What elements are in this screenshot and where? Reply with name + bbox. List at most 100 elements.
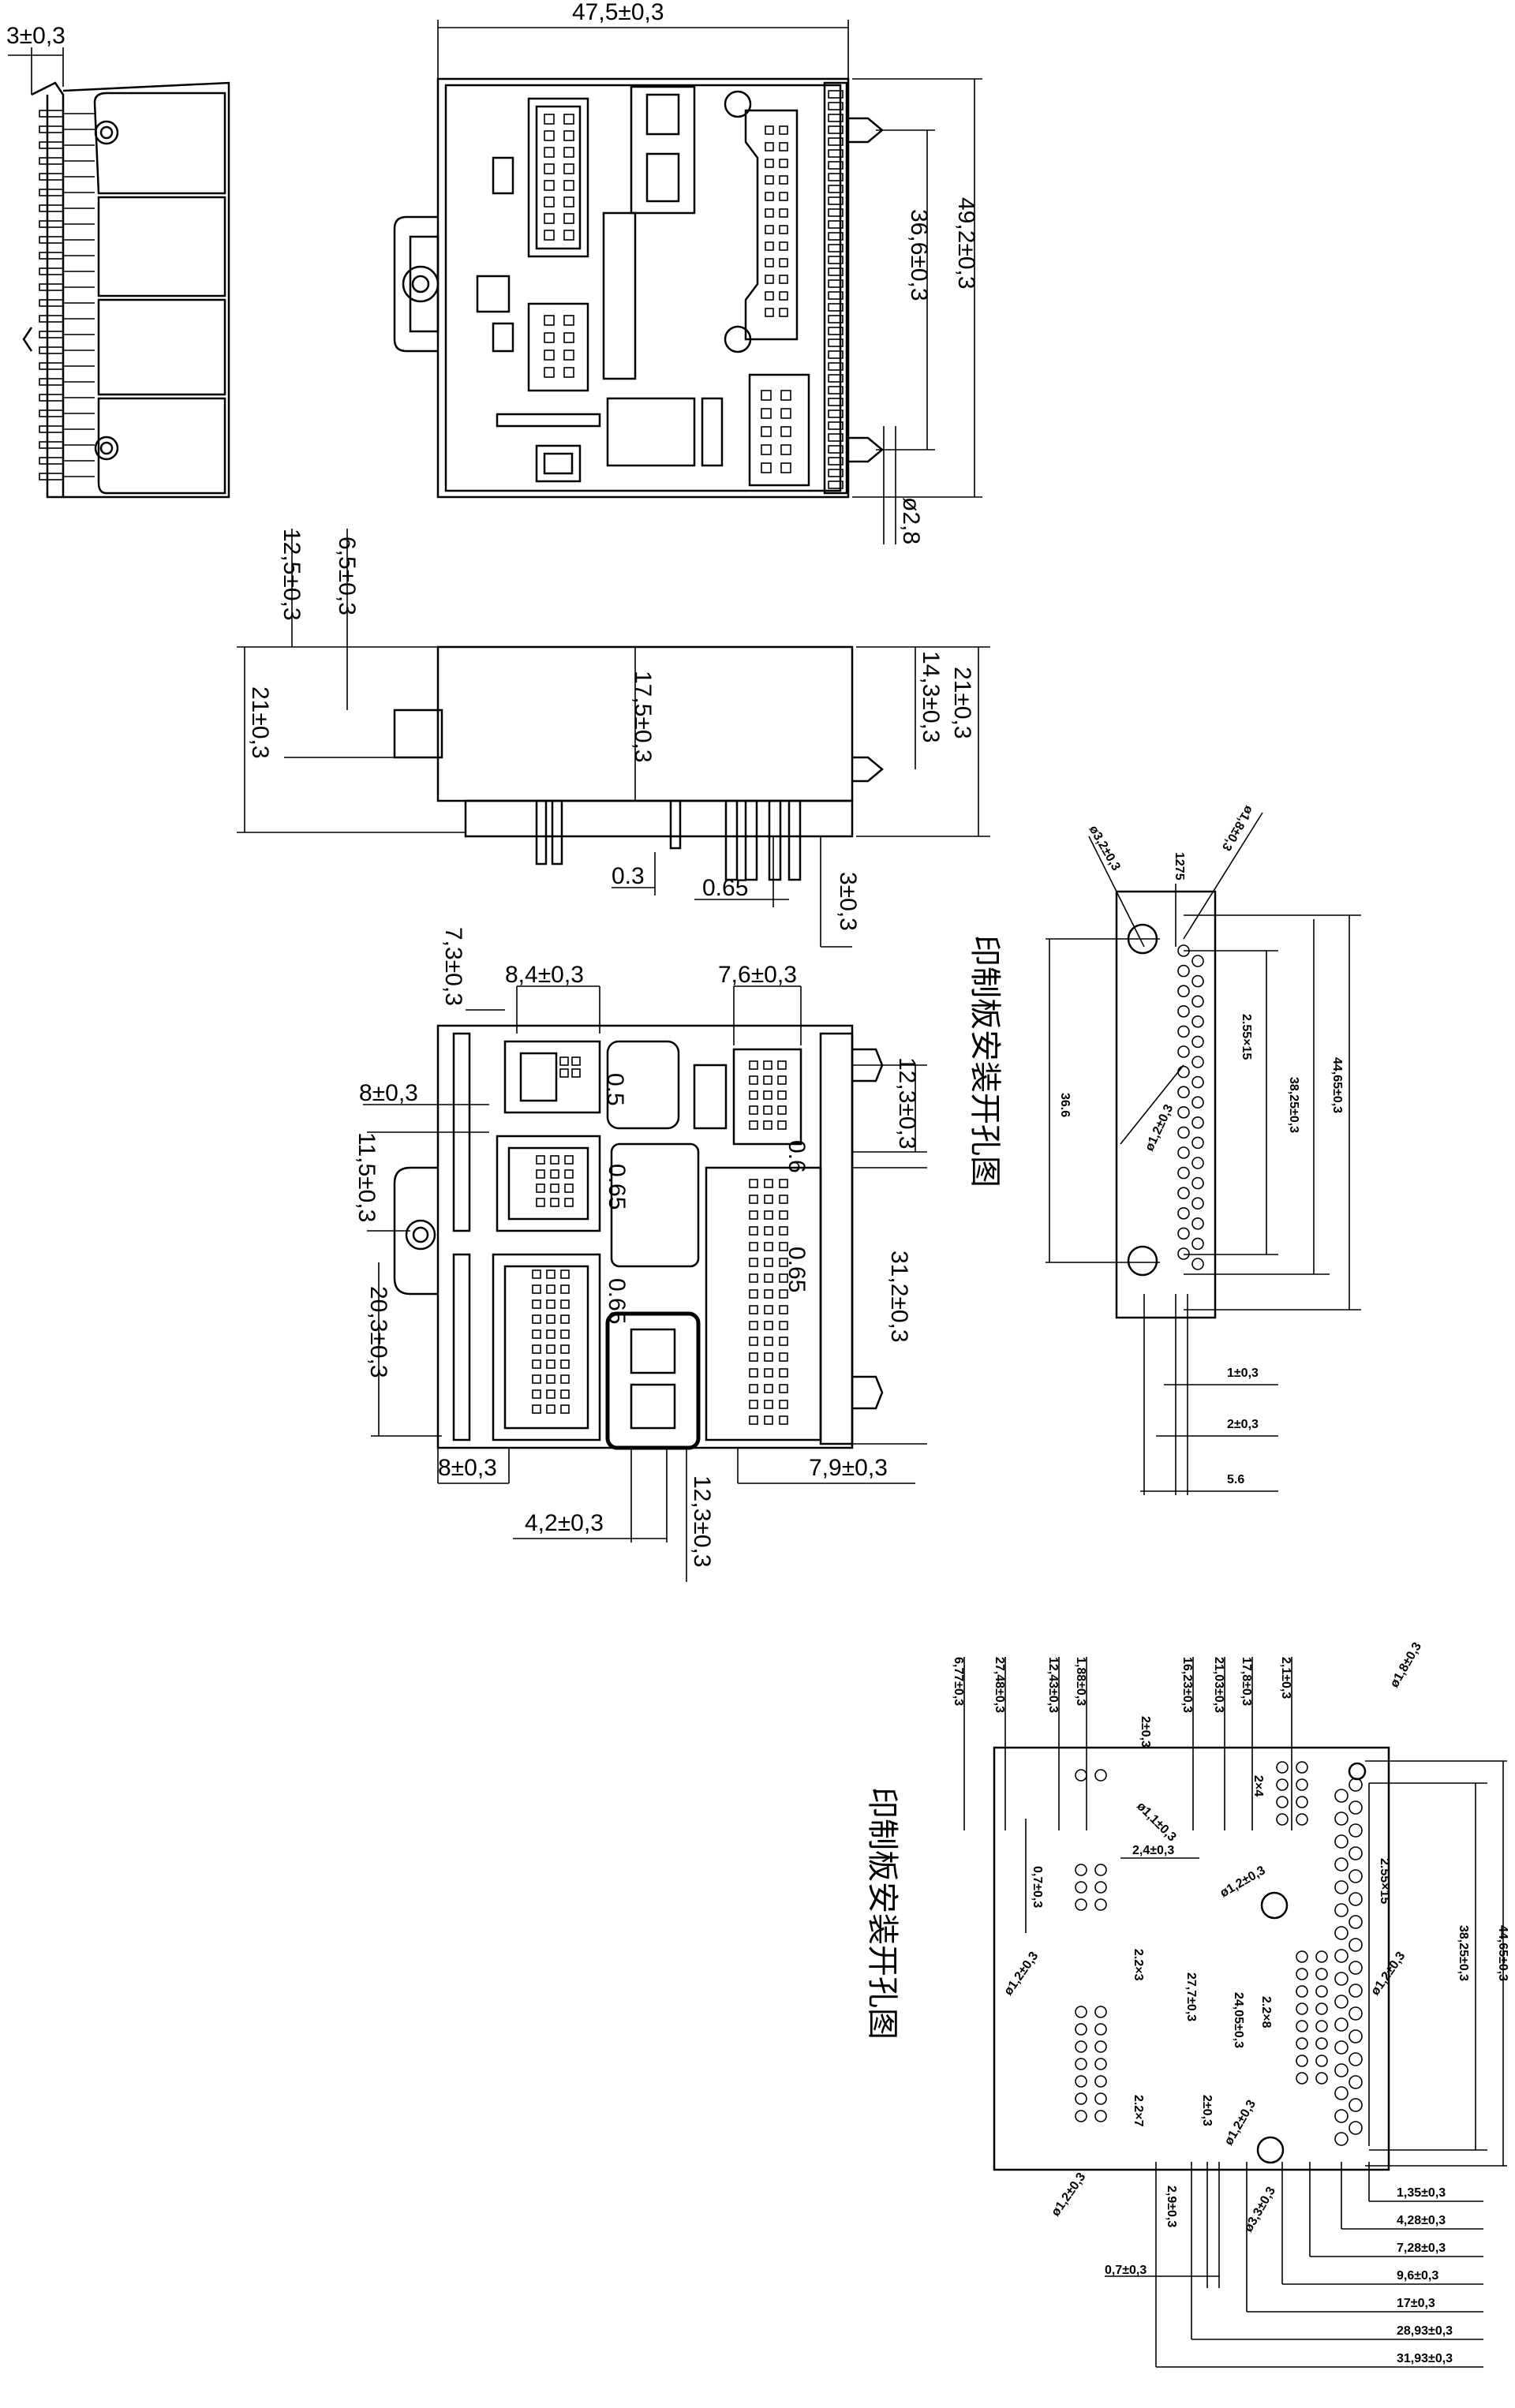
contact-cavity — [546, 1344, 556, 1354]
pcb-small-d2: 2±0,3 — [1227, 1418, 1259, 1431]
pin-slot — [828, 267, 844, 276]
pcb-hole — [1334, 1857, 1349, 1871]
pcb-large-d11: ø1,1±0,3 — [1134, 1800, 1179, 1845]
contact-cavity — [779, 1368, 788, 1378]
contact-cavity — [532, 1299, 541, 1309]
contact-cavity — [765, 241, 774, 251]
contact-cavity — [779, 225, 788, 234]
dim-height: 49,2±0,3 — [953, 197, 979, 290]
pcb-hole — [1349, 1846, 1363, 1860]
contact-cavity — [560, 1329, 570, 1339]
pcb-hole — [1094, 2006, 1107, 2018]
contact-cavity — [764, 1289, 773, 1299]
pcb-hole — [1276, 1813, 1289, 1826]
contact-cavity — [763, 1120, 772, 1130]
comb-tooth — [39, 425, 64, 433]
contact-cavity — [749, 1400, 758, 1409]
dim-3: 3±0,3 — [835, 872, 861, 931]
contact-cavity — [559, 1056, 569, 1066]
contact-cavity — [564, 1183, 574, 1193]
contact-cavity — [765, 175, 774, 185]
pcb-hole — [1191, 995, 1204, 1008]
pin-slot — [828, 457, 844, 466]
comb-tooth — [39, 299, 64, 307]
bottom-dim-label: 1,35±0,3 — [1397, 2186, 1446, 2200]
contact-cavity — [749, 1337, 758, 1346]
pcb-hole — [1349, 1823, 1363, 1838]
contact-cavity — [779, 275, 788, 284]
comb-tooth — [39, 110, 64, 118]
pcb-hole — [1191, 955, 1204, 967]
contact-cavity — [765, 192, 774, 201]
contact-cavity — [563, 213, 574, 224]
pcb-large-d2-sm: 2±0,3 — [1139, 1716, 1152, 1748]
contact-cavity — [761, 390, 772, 401]
contact-cavity — [780, 426, 791, 437]
contact-cavity — [546, 1314, 556, 1324]
contact-cavity — [560, 1374, 570, 1384]
contact-cavity — [560, 1269, 570, 1279]
pcb-hole — [1315, 2072, 1328, 2085]
pcb-hole — [1177, 1207, 1190, 1220]
pin-slot — [828, 149, 844, 158]
contact-cavity — [765, 125, 774, 135]
pcb-hole — [1094, 2092, 1107, 2105]
contact-cavity — [544, 332, 555, 343]
contact-cavity — [546, 1329, 556, 1339]
pcb-hole — [1349, 2029, 1363, 2043]
pin-slot — [828, 362, 844, 371]
pcb-hole — [1191, 1056, 1204, 1068]
pcb-hole — [1177, 1106, 1190, 1119]
pcb-hole — [1276, 1778, 1289, 1791]
contact-cavity — [571, 1056, 581, 1066]
pcb-hole — [1315, 2020, 1328, 2032]
contact-cavity — [563, 230, 574, 241]
pcb-hole — [1315, 2002, 1328, 2015]
pcb-hole — [1349, 2098, 1363, 2112]
pin-slot — [828, 469, 844, 477]
contact-cavity — [765, 208, 774, 218]
contact-cavity — [761, 408, 772, 419]
pcb-hole — [1075, 2075, 1087, 2088]
comb-tooth — [39, 409, 64, 417]
contact-cavity — [563, 130, 574, 141]
dim-31-2: 31,2±0,3 — [886, 1251, 912, 1343]
contact-cavity — [560, 1284, 570, 1294]
contact-cavity — [764, 1321, 773, 1330]
pcb-large-d277: 27,7±0,3 — [1184, 1972, 1198, 2021]
contact-cavity — [764, 1179, 773, 1188]
contact-cavity — [563, 114, 574, 125]
pcb-hole — [1094, 2075, 1107, 2088]
pcb-hole — [1315, 2037, 1328, 2050]
dim-0-65-b: 0.65 — [784, 1247, 810, 1292]
pcb-hole — [1094, 1881, 1107, 1894]
contact-cavity — [779, 1273, 788, 1283]
contact-cavity — [560, 1359, 570, 1369]
dim-7-6: 7,6±0,3 — [718, 962, 797, 988]
contact-cavity — [560, 1299, 570, 1309]
pcb-hole — [1094, 2040, 1107, 2053]
contact-cavity — [779, 1258, 788, 1267]
pcb-hole — [1075, 1898, 1087, 1911]
pcb-large-d22x8: 2.2×8 — [1259, 1996, 1273, 2028]
pcb-hole — [1191, 1015, 1204, 1028]
pcb-small-d4465: 44,65±0,3 — [1330, 1057, 1344, 1113]
pcb-hole — [1191, 1096, 1204, 1109]
contact-cavity — [763, 1105, 772, 1115]
contact-cavity — [749, 1289, 758, 1299]
pcb-small-d1: 1±0,3 — [1227, 1367, 1259, 1380]
connector-side-view: 12,5±0,3 6,5±0,3 21±0,3 17,5±0,3 14,3±0,… — [237, 529, 990, 948]
comb-tooth — [39, 315, 64, 323]
pcb-small-d366: 36.6 — [1058, 1093, 1072, 1117]
pcb-small-d3825: 38,25±0,3 — [1287, 1077, 1300, 1133]
contact-cavity — [779, 308, 788, 317]
contact-cavity — [536, 1183, 545, 1193]
pcb-hole — [1334, 1949, 1349, 1963]
contact-cavity — [761, 462, 772, 473]
contact-cavity — [563, 332, 574, 343]
contact-cavity — [532, 1404, 541, 1414]
contact-cavity — [544, 180, 555, 191]
contact-cavity — [763, 1075, 772, 1085]
pcb-hole — [1094, 2110, 1107, 2122]
